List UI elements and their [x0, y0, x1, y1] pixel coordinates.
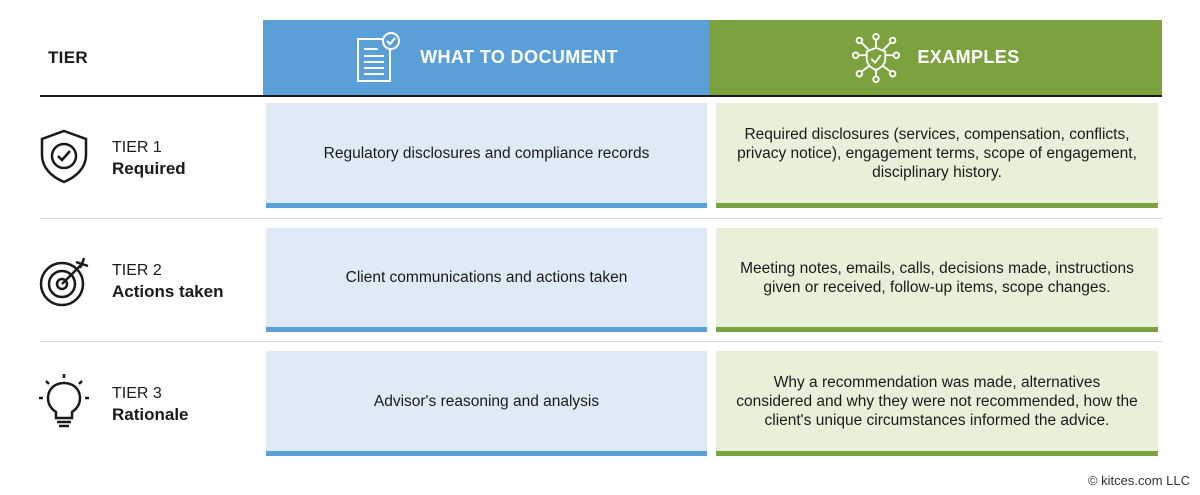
lightbulb-icon	[39, 374, 89, 428]
tier-number: TIER 1	[112, 139, 162, 156]
what-to-document-label: WHAT TO DOCUMENT	[420, 47, 618, 67]
target-arrow-icon	[39, 257, 89, 307]
tier-2-examples-cell: Meeting notes, emails, calls, decisions …	[716, 228, 1158, 332]
document-text: Regulatory disclosures and compliance re…	[323, 144, 650, 162]
row-separator	[40, 341, 1162, 342]
tier-name: Actions taken	[112, 282, 224, 301]
tier-name: Required	[112, 159, 186, 178]
network-shield-icon	[852, 32, 901, 83]
tier-column-header: TIER	[48, 48, 88, 67]
examples-text: Meeting notes, emails, calls, decisions …	[740, 259, 1134, 296]
examples-text: Why a recommendation was made, alternati…	[736, 373, 1138, 429]
tier-3-document-cell: Advisor's reasoning and analysis	[266, 351, 707, 456]
what-to-document-header: WHAT TO DOCUMENT	[263, 20, 709, 95]
tier-number: TIER 2	[112, 262, 162, 279]
tier-3-examples-cell: Why a recommendation was made, alternati…	[716, 351, 1158, 456]
tier-name: Rationale	[112, 405, 189, 424]
examples-text: Required disclosures (services, compensa…	[737, 125, 1137, 181]
tier-1-document-cell: Regulatory disclosures and compliance re…	[266, 103, 707, 208]
shield-check-icon	[40, 129, 88, 184]
examples-label: EXAMPLES	[917, 47, 1020, 67]
tier-1-label: TIER 1 Required	[112, 137, 186, 179]
row-separator	[40, 218, 1162, 219]
document-text: Client communications and actions taken	[345, 269, 628, 286]
tier-number: TIER 3	[112, 385, 162, 402]
document-check-icon	[357, 31, 401, 82]
tier-1-examples-cell: Required disclosures (services, compensa…	[716, 103, 1158, 208]
copyright-notice: © kitces.com LLC	[1087, 473, 1190, 488]
tier-3-label: TIER 3 Rationale	[112, 383, 189, 425]
tier-2-label: TIER 2 Actions taken	[112, 260, 223, 302]
tier-2-document-cell: Client communications and actions taken	[266, 228, 707, 332]
header-rule	[40, 95, 1162, 97]
examples-header: EXAMPLES	[709, 20, 1162, 95]
document-text: Advisor's reasoning and analysis	[373, 392, 600, 410]
